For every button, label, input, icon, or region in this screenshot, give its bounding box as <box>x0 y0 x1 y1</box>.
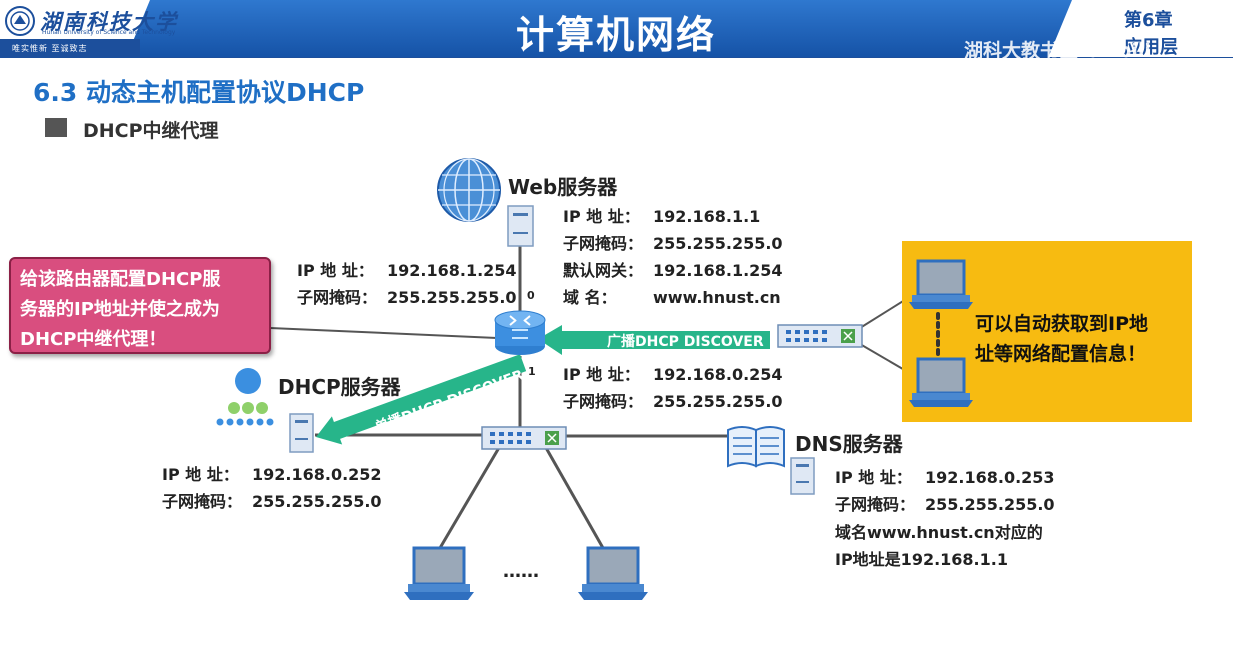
laptop-icon <box>404 546 474 600</box>
web-server-name: Web服务器 <box>508 175 618 199</box>
callout-pointer <box>269 327 498 339</box>
dhcp-server-ip-row: IP 地 址： 192.168.0.252 <box>162 461 382 485</box>
ip-label: IP 地 址： <box>563 365 640 384</box>
router-port0-mask-row: 子网掩码： 255.255.255.0 <box>297 284 517 308</box>
dns-server-ip-row: IP 地 址： 192.168.0.253 <box>835 464 1055 488</box>
university-name-en: Hunan University of Science and Technolo… <box>42 29 176 36</box>
ip-label: IP 地 址： <box>297 261 374 280</box>
laptop-icon <box>909 357 973 407</box>
web-server-ip: 192.168.1.1 <box>653 207 761 226</box>
web-server-icon <box>507 205 534 247</box>
web-server-ip-row: IP 地 址： 192.168.1.1 <box>563 203 760 227</box>
dhcp-server-ip: 192.168.0.252 <box>252 465 382 484</box>
bullet-square <box>45 118 67 137</box>
mask-label: 子网掩码： <box>563 392 644 411</box>
mask-label: 子网掩码： <box>835 495 916 514</box>
dhcp-server-icon <box>289 413 314 453</box>
router-port0-ip-row: IP 地 址： 192.168.1.254 <box>297 257 517 281</box>
router-port0-ip: 192.168.1.254 <box>387 261 517 280</box>
laptop-icon <box>578 546 648 600</box>
dhcp-server-mask-row: 子网掩码： 255.255.255.0 <box>162 488 382 512</box>
university-name: 湖南科技大学 <box>40 9 178 34</box>
dns-note-line1: 域名www.hnust.cn对应的 <box>835 523 1043 542</box>
link-switch-laptop1 <box>438 445 502 549</box>
dns-server-icon <box>790 457 815 495</box>
university-emblem-icon <box>5 6 35 36</box>
chapter-name: 应用层 <box>1124 37 1178 58</box>
router-icon <box>494 310 546 355</box>
mask-label: 子网掩码： <box>162 492 243 511</box>
auto-config-line2: 址等网络配置信息！ <box>975 343 1147 365</box>
ip-label: IP 地 址： <box>835 468 912 487</box>
router-port1-mask-row: 子网掩码： 255.255.255.0 <box>563 388 783 412</box>
broadcast-arrow <box>538 325 770 355</box>
dns-server-mask-row: 子网掩码： 255.255.255.0 <box>835 491 1055 515</box>
yellow-box-devices <box>909 259 973 407</box>
book-icon <box>727 426 785 468</box>
dns-note-line2: IP地址是192.168.1.1 <box>835 550 1008 569</box>
course-title: 计算机网络 <box>515 13 716 57</box>
org-chart-icon <box>216 368 274 426</box>
router-port0-number: 0 <box>527 289 535 302</box>
auto-config-line1: 可以自动获取到IP地 <box>975 313 1148 335</box>
web-server-domain: www.hnust.cn <box>653 288 781 307</box>
relay-callout <box>9 257 271 354</box>
callout-line3: DHCP中继代理！ <box>20 329 167 350</box>
more-hosts-ellipsis: …… <box>503 561 539 582</box>
gateway-label: 默认网关： <box>563 261 644 280</box>
dhcp-server-mask: 255.255.255.0 <box>252 492 382 511</box>
router-port0-mask: 255.255.255.0 <box>387 288 517 307</box>
web-server-mask: 255.255.255.0 <box>653 234 783 253</box>
laptop-icon <box>909 259 973 309</box>
watermark: 湖科大教书匠 bilibili <box>964 40 1151 62</box>
dns-server-mask: 255.255.255.0 <box>925 495 1055 514</box>
web-server-gateway: 192.168.1.254 <box>653 261 783 280</box>
router-port1-ip: 192.168.0.254 <box>653 365 783 384</box>
switch-right-icon <box>777 324 863 348</box>
web-server-mask-row: 子网掩码： 255.255.255.0 <box>563 230 783 254</box>
chapter-number: 第6章 <box>1124 10 1173 31</box>
web-server-domain-row: 域 名： www.hnust.cn <box>563 284 781 308</box>
globe-icon <box>437 158 501 222</box>
callout-line1: 给该路由器配置DHCP服 <box>20 269 221 290</box>
router-port1-mask: 255.255.255.0 <box>653 392 783 411</box>
switch-main-icon <box>481 426 567 450</box>
broadcast-label: 广播DHCP DISCOVER <box>607 334 764 350</box>
link-switch-laptop2 <box>543 445 605 549</box>
link-switch2-laptop4 <box>859 343 909 373</box>
unicast-arrow <box>316 354 527 445</box>
dhcp-server-name: DHCP服务器 <box>278 375 401 399</box>
bullet-heading: DHCP中继代理 <box>83 120 219 142</box>
domain-label: 域 名： <box>563 288 617 307</box>
web-server-gateway-row: 默认网关： 192.168.1.254 <box>563 257 783 281</box>
router-port1-number: 1 <box>528 365 536 378</box>
header-banner <box>0 0 1233 58</box>
dns-server-name: DNS服务器 <box>795 432 903 456</box>
dns-server-ip: 192.168.0.253 <box>925 468 1055 487</box>
mask-label: 子网掩码： <box>563 234 644 253</box>
ip-label: IP 地 址： <box>162 465 239 484</box>
ip-label: IP 地 址： <box>563 207 640 226</box>
section-title: 6.3 动态主机配置协议DHCP <box>33 78 365 107</box>
callout-line2: 务器的IP地址并使之成为 <box>20 299 220 320</box>
link-switch2-laptop3 <box>859 297 909 329</box>
router-port1-ip-row: IP 地 址： 192.168.0.254 <box>563 361 783 385</box>
university-motto: 唯实惟新 至诚致志 <box>12 44 88 53</box>
mask-label: 子网掩码： <box>297 288 378 307</box>
